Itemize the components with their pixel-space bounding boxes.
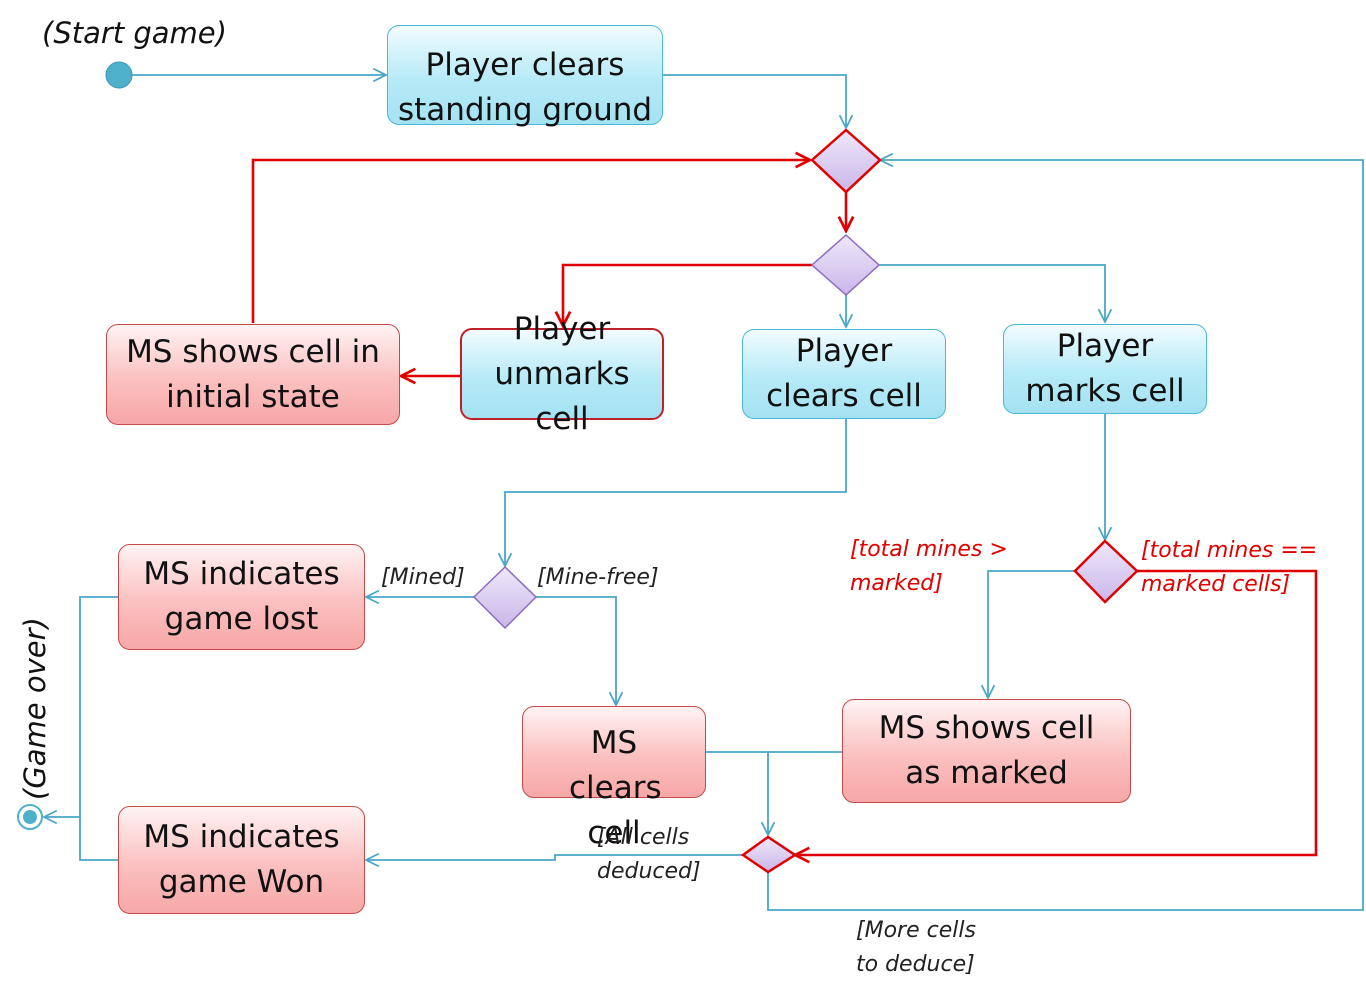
flow-mines-eq-to-deduce-decision bbox=[795, 569, 1318, 855]
flow-ms-clears-to-deduce-decision bbox=[706, 751, 768, 835]
activity-player-unmarks-cell[interactable]: Player unmarks cell bbox=[460, 311, 664, 437]
guard-mine-free: [Mine-free] bbox=[537, 565, 659, 590]
guard-line: marked] bbox=[850, 571, 943, 596]
decision-node-player-action bbox=[810, 233, 881, 297]
merge-node-top bbox=[810, 128, 882, 194]
blue-flows bbox=[44, 74, 1364, 911]
activity-label: MS shows cell as marked bbox=[878, 710, 1095, 791]
guard-line: [total mines > bbox=[850, 537, 1008, 562]
flow-decision-to-unmarks bbox=[563, 263, 812, 326]
activity-ms-indicates-game-won[interactable]: MS indicates game Won bbox=[118, 806, 365, 914]
activity-ms-shows-cell-initial-state[interactable]: MS shows cell in initial state bbox=[106, 324, 400, 425]
activity-label: Player clears cell bbox=[766, 333, 922, 414]
guard-line: [total mines == bbox=[1141, 538, 1318, 563]
activity-ms-clears-cell[interactable]: MS clears cell bbox=[522, 706, 706, 851]
activity-ms-indicates-game-lost[interactable]: MS indicates game lost bbox=[118, 544, 365, 650]
decision-node-mine-check bbox=[472, 565, 538, 630]
activity-label: MS clears cell bbox=[569, 725, 662, 851]
activity-player-marks-cell[interactable]: Player marks cell bbox=[1003, 324, 1207, 414]
flow-mine-free-to-ms-clears bbox=[536, 596, 616, 705]
final-node bbox=[17, 804, 43, 830]
flow-more-cells-loop bbox=[767, 160, 1364, 911]
guard-line: [More cells bbox=[856, 918, 976, 943]
guard-mined: [Mined] bbox=[381, 565, 465, 590]
guard-all-cells-deduced: [All cells deduced] bbox=[597, 821, 701, 889]
flow-clears-cell-to-mine-decision bbox=[505, 419, 847, 566]
guard-line: marked cells] bbox=[1141, 572, 1291, 597]
activity-label: MS indicates game lost bbox=[143, 556, 340, 637]
initial-node bbox=[105, 61, 133, 89]
activity-player-clears-cell[interactable]: Player clears cell bbox=[742, 329, 946, 419]
flow-all-deduced-to-game-won bbox=[366, 855, 743, 860]
decision-node-deduction bbox=[740, 835, 798, 874]
activity-label: MS indicates game Won bbox=[143, 819, 340, 900]
flow-mines-gt-to-shows-marked bbox=[988, 570, 1075, 698]
decision-node-mine-count bbox=[1073, 539, 1139, 604]
red-flows bbox=[251, 160, 1318, 855]
flow-initial-state-back-to-merge bbox=[251, 160, 810, 323]
guard-more-cells-to-deduce: [More cells to deduce] bbox=[856, 914, 976, 982]
activity-player-clears-standing-ground[interactable]: Player clears standing ground bbox=[387, 25, 663, 128]
game-over-label: (Game over) bbox=[18, 617, 52, 800]
guard-line: to deduce] bbox=[856, 952, 975, 977]
guard-line: [All cells bbox=[597, 825, 690, 850]
activity-label: Player clears standing ground bbox=[397, 47, 653, 128]
guard-line: deduced] bbox=[597, 859, 701, 884]
guard-total-mines-equal: [total mines == marked cells] bbox=[1141, 534, 1317, 602]
activity-label: MS shows cell in initial state bbox=[126, 333, 380, 415]
flow-decision-to-marks-cell bbox=[879, 264, 1105, 322]
activity-ms-shows-cell-as-marked[interactable]: MS shows cell as marked bbox=[842, 699, 1131, 803]
start-game-label: (Start game) bbox=[42, 16, 227, 50]
flow-clears-standing-to-merge bbox=[663, 74, 846, 128]
flow-game-lost-to-final bbox=[79, 596, 118, 861]
guard-total-mines-greater: [total mines > marked] bbox=[850, 533, 1008, 601]
activity-label: Player unmarks cell bbox=[494, 310, 630, 437]
activity-label: Player marks cell bbox=[1025, 328, 1185, 409]
